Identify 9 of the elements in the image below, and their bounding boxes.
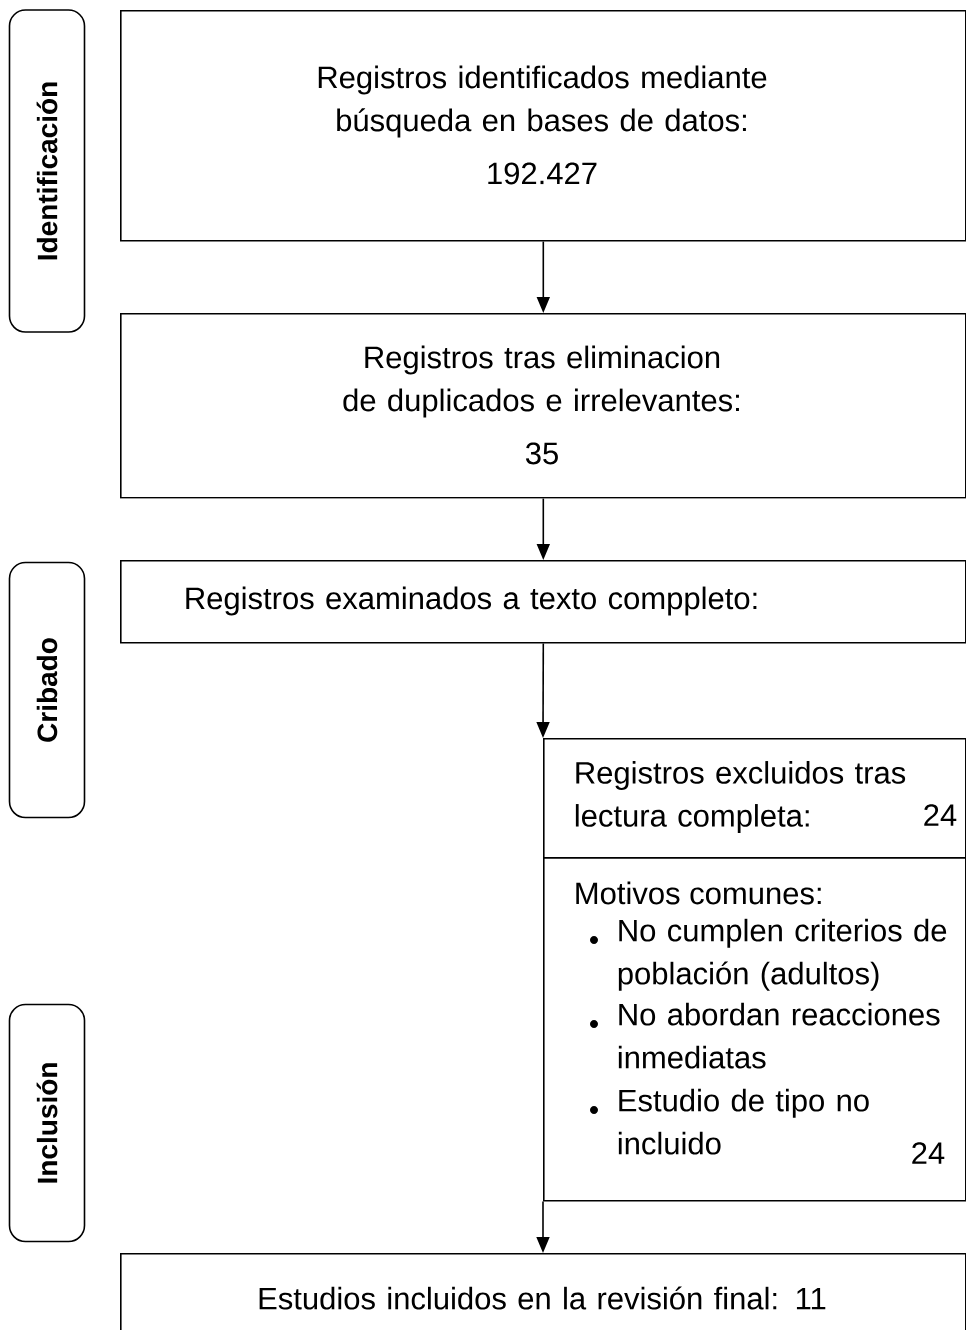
phase-label: Inclusión: [8, 1003, 86, 1243]
process-box: Registros identificados mediante búsqueda en bases de datos: 192.427: [120, 10, 966, 242]
reasons-box: Motivos comunes: No cumplen criterios de población (adultos) No abordan reacciones inmediatas Estudio de tipo no incluido 24: [543, 857, 966, 1202]
process-box: Registros tras eliminacion de duplicados e irrelevantes: 35: [120, 313, 966, 499]
phase-label: Cribado: [8, 561, 86, 819]
phase-label: Identificación: [8, 9, 86, 333]
process-box: Registros examinados a texto comppleto:: [120, 560, 966, 644]
process-box: Estudios incluidos en la revisión final: 11: [120, 1253, 966, 1330]
exclusion-box: Registros excluidos tras lectura completa: 24: [543, 738, 966, 859]
